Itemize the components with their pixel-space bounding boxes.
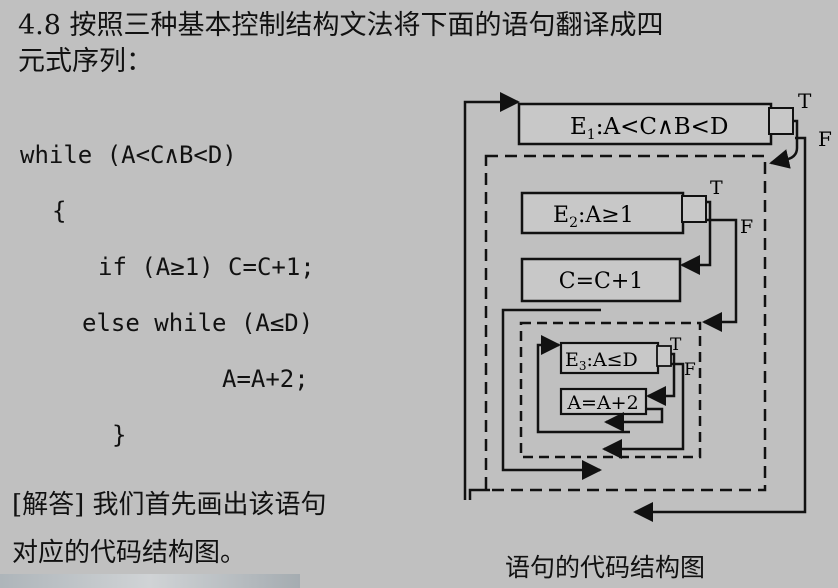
code-line-5: A=A+2; [222,365,309,393]
flow-arrows [463,92,807,522]
a-assign-box: A=A+2 [559,387,648,416]
e1-true-label: T [798,89,812,113]
a-assign-label: A=A+2 [566,392,638,414]
e3-condition-box: E3:A≤D [559,341,672,375]
e3-false-arrow [602,362,685,459]
e2-condition-box: E2:A≥1 [520,191,707,235]
problem-title: 4.8 按照三种基本控制结构文法将下面的语句翻译成四 元式序列： [18,8,664,80]
e2-false-label: F [740,216,753,238]
body-end-arrow [468,488,490,500]
title-line-2: 元式序列： [18,46,153,77]
code-line-4: else while (A≤D) [82,309,314,337]
e2-true-label: T [710,177,723,199]
bottom-decoration [0,574,300,588]
outer-while-dashed-box [484,154,767,492]
e3-label: E3:A≤D [565,349,638,373]
title-line-1: 4.8 按照三种基本控制结构文法将下面的语句翻译成四 [18,10,664,41]
e1-label: E1:A<C∧B<D [570,114,728,143]
a-assign-exit-arrow [604,407,664,432]
e1-false-arrow [633,136,807,522]
c-assign-box: C=C+1 [520,257,682,303]
code-line-3: if (A≥1) C=C+1; [98,253,315,281]
code-line-2: { [52,197,67,225]
e3-false-label: F [684,360,696,380]
e1-condition-box: E1:A<C∧B<D [517,102,794,146]
e1-false-label: F [818,127,832,151]
e1-true-arrow [769,119,799,169]
answer-line-1: [解答] 我们首先画出该语句 [12,490,327,520]
e2-label: E2:A≥1 [553,203,634,231]
e2-true-arrow [680,200,712,275]
answer-line-2: 对应的代码结构图。 [12,538,247,568]
loop-back-arrow [463,92,520,500]
code-line-6: } [112,421,127,449]
c-assign-label: C=C+1 [559,269,644,294]
diagram-caption: 语句的代码结构图 [505,553,706,582]
e2-false-arrow [702,218,738,332]
e3-true-label: T [670,335,682,355]
e3-true-arrow [646,352,676,406]
code-line-1: while (A<C∧B<D) [20,141,237,169]
e3-loop-back-arrow [536,335,630,434]
c-assign-exit-arrow [501,308,602,480]
